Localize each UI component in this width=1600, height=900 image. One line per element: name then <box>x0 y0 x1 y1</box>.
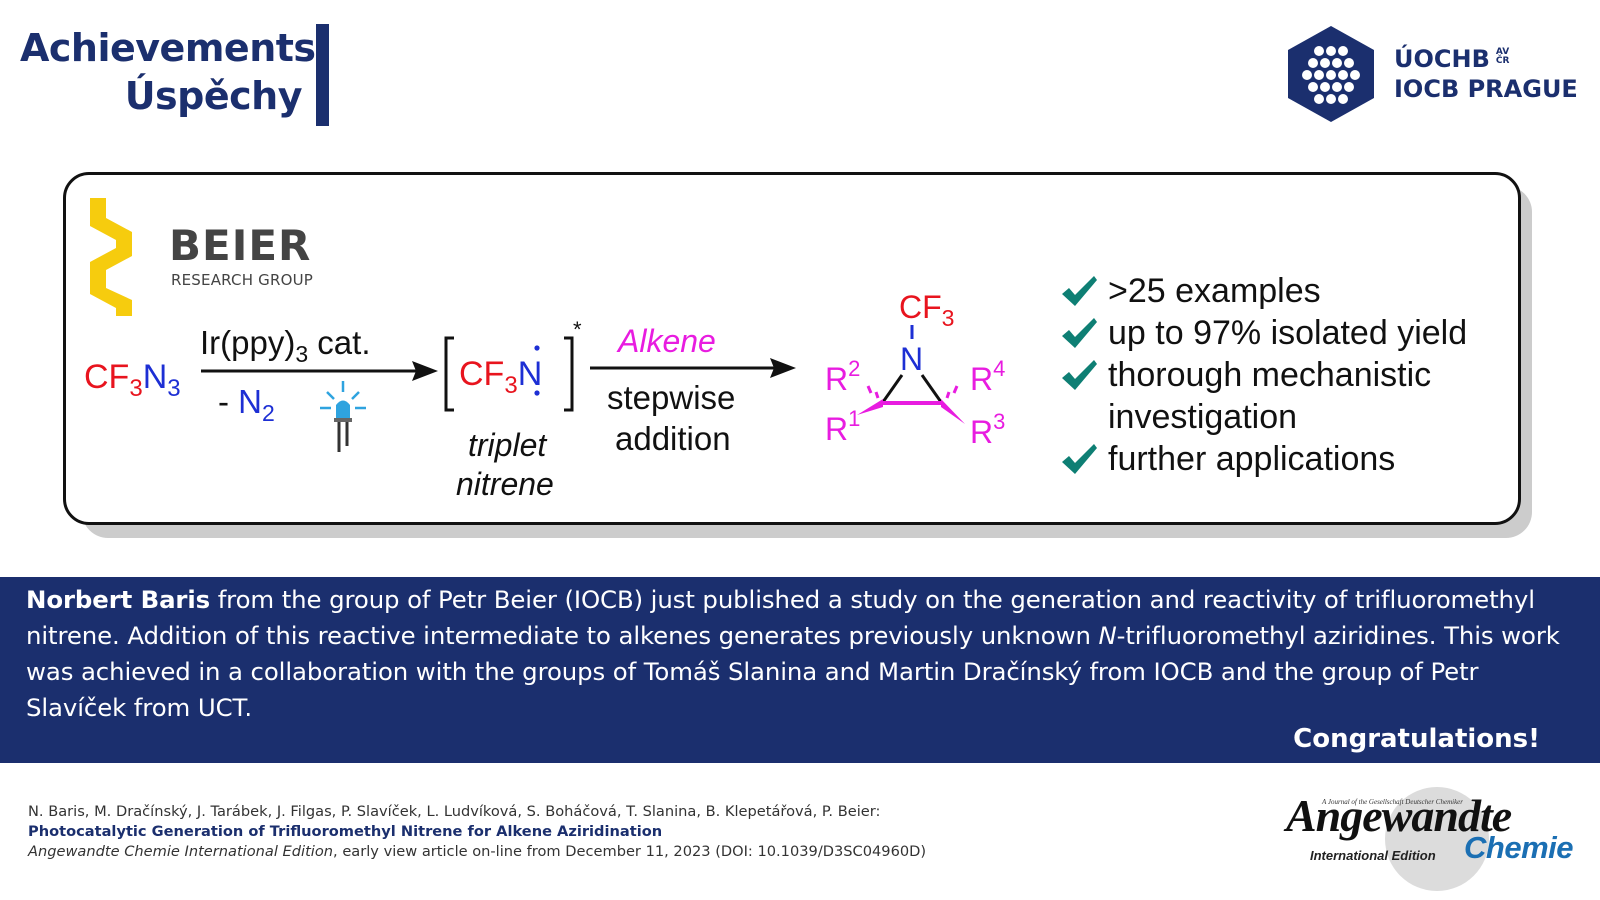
academy-mark: AV ČR <box>1495 47 1510 66</box>
citation-title: Photocatalytic Generation of Trifluorome… <box>28 823 663 840</box>
checkmark-icon <box>1062 360 1097 390</box>
title-line-czech: Úspěchy <box>124 74 303 118</box>
citation-authors: N. Baris, M. Dračínský, J. Tarábek, J. F… <box>28 803 881 820</box>
checkmark-icon <box>1062 444 1097 474</box>
research-group-subtitle: RESEARCH GROUP <box>171 271 314 289</box>
journal-logo-edition: International Edition <box>1310 848 1436 863</box>
feature-item: further applications <box>1060 438 1520 480</box>
feature-item: thorough mechanistic investigation <box>1060 354 1520 438</box>
beier-group-logo-icon <box>90 198 132 316</box>
announcement-text: Norbert Baris from the group of Petr Bei… <box>26 585 1560 722</box>
journal-logo-circle <box>1385 787 1489 891</box>
journal-logo-chemie: Chemie <box>1464 830 1573 865</box>
feature-list: >25 examples up to 97% isolated yield th… <box>1060 270 1520 480</box>
page-title: Achievements Úspěchy <box>20 24 316 120</box>
feature-item: >25 examples <box>1060 270 1520 312</box>
research-group-name: BEIER <box>169 221 312 270</box>
title-line-english: Achievements <box>20 26 316 70</box>
journal-logo-name: Angewandte <box>1286 790 1512 841</box>
scheme-panel <box>63 172 1521 525</box>
title-accent-bar <box>316 24 329 126</box>
checkmark-icon <box>1062 276 1097 306</box>
institute-name-english: IOCB PRAGUE <box>1394 75 1578 103</box>
institute-name-czech: ÚOCHB <box>1394 45 1490 73</box>
iocb-hexagon-logo-icon <box>1288 26 1374 122</box>
feature-item: up to 97% isolated yield <box>1060 312 1520 354</box>
checkmark-icon <box>1062 318 1097 348</box>
institute-name: ÚOCHB AV ČR IOCB PRAGUE <box>1394 44 1578 104</box>
congratulations-text: Congratulations! <box>1293 724 1540 754</box>
citation-source: Angewandte Chemie International Edition,… <box>28 843 927 860</box>
journal-tagline: A Journal of the Gesellschaft Deutscher … <box>1322 798 1464 806</box>
citation: N. Baris, M. Dračínský, J. Tarábek, J. F… <box>28 802 926 862</box>
researcher-name: Norbert Baris <box>26 585 211 614</box>
announcement-band: Norbert Baris from the group of Petr Bei… <box>0 577 1600 763</box>
